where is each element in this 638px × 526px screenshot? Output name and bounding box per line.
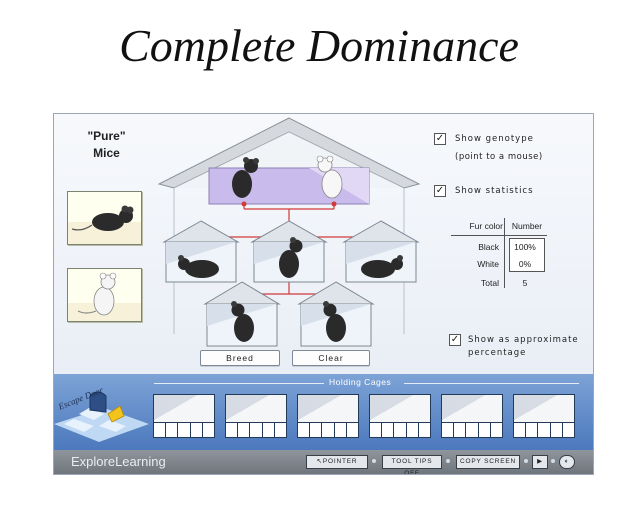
stats-total-label: Total [481,278,499,288]
holding-cage-2[interactable] [225,394,287,438]
stats-black-label: Black [478,242,499,252]
show-genotype-label: Show genotype [455,134,534,144]
stats-header-fur-color: Fur color [469,221,503,231]
holding-line-right [404,383,579,384]
footer-separator-dot [551,459,555,463]
offspring-cage-4[interactable] [203,281,281,347]
holding-cage-5[interactable] [441,394,503,438]
footer-separator-dot [372,459,376,463]
tool-tips-button[interactable]: TOOL TIPS OFF [382,455,442,474]
breed-button[interactable]: Breed [200,350,280,366]
holding-line-left [154,383,324,384]
pure-mice-title-line1: "Pure" [87,129,126,143]
pointer-button[interactable]: ↖POINTER [306,455,368,469]
show-percentage-label-line1: Show as approximate [468,335,579,345]
holding-cage-4[interactable] [369,394,431,438]
explorelearning-logo: ExploreLearning [71,454,166,469]
black-mouse-icon [68,205,141,244]
pure-mice-heading: "Pure" Mice [64,128,149,162]
slide-title: Complete Dominance [119,20,519,71]
escape-door-graphic: Escape Door [54,385,149,442]
breeding-house-diagram [157,117,421,347]
holding-cage-6[interactable] [513,394,575,438]
contrast-button[interactable]: ◐ [559,455,575,469]
offspring-cage-3[interactable] [342,220,420,283]
holding-cages-label: Holding Cages [329,377,392,387]
pure-black-mouse-card[interactable] [67,191,142,245]
show-statistics-checkbox[interactable]: ✓ [434,185,446,197]
checkbox-checked-icon: ✓ [450,334,460,345]
pure-white-mouse-card[interactable] [67,268,142,322]
parent-mouse-black[interactable] [232,157,259,198]
play-icon: ▶ [537,458,543,465]
checkbox-checked-icon: ✓ [435,185,445,196]
statistics-table: Fur color Number Black 100% White 0% Tot… [451,218,547,292]
footer-bar: ExploreLearning ↖POINTER TOOL TIPS OFF C… [54,450,593,474]
breeding-area: "Pure" Mice [54,114,593,374]
pure-mice-title-line2: Mice [93,146,120,160]
cheese-icon [107,405,125,423]
offspring-cage-1[interactable] [162,220,240,283]
show-percentage-checkbox[interactable]: ✓ [449,334,461,346]
stats-white-label: White [477,259,499,269]
show-genotype-checkbox[interactable]: ✓ [434,133,446,145]
checkbox-checked-icon: ✓ [435,133,445,144]
gizmo-window: "Pure" Mice [53,113,594,475]
offspring-cage-2[interactable] [250,220,328,283]
escape-door[interactable]: Escape Door [54,374,149,450]
stats-value-box [509,238,545,272]
white-mouse-icon [68,272,141,321]
stats-white-value: 0% [518,259,532,269]
footer-separator-dot [446,459,450,463]
copy-screen-button[interactable]: COPY SCREEN [456,455,520,469]
genotype-hint: (point to a mouse) [455,152,543,162]
offspring-cage-5[interactable] [297,281,375,347]
stats-total-value: 5 [522,278,528,288]
play-button[interactable]: ▶ [532,455,548,469]
pointer-button-label: POINTER [322,458,358,465]
parent-mouse-white[interactable] [316,155,343,199]
show-statistics-label: Show statistics [455,186,534,196]
show-percentage-label-line2: percentage [468,348,527,358]
stats-divider [504,218,505,288]
contrast-icon: ◐ [564,458,570,465]
stats-header-number: Number [511,221,543,231]
stats-black-value: 100% [514,242,536,252]
holding-cage-3[interactable] [297,394,359,438]
pointer-arrow-icon: ↖ [316,458,323,465]
holding-cages-panel: Holding Cages [54,374,593,450]
clear-button[interactable]: Clear [292,350,370,366]
footer-separator-dot [524,459,528,463]
holding-cage-1[interactable] [153,394,215,438]
